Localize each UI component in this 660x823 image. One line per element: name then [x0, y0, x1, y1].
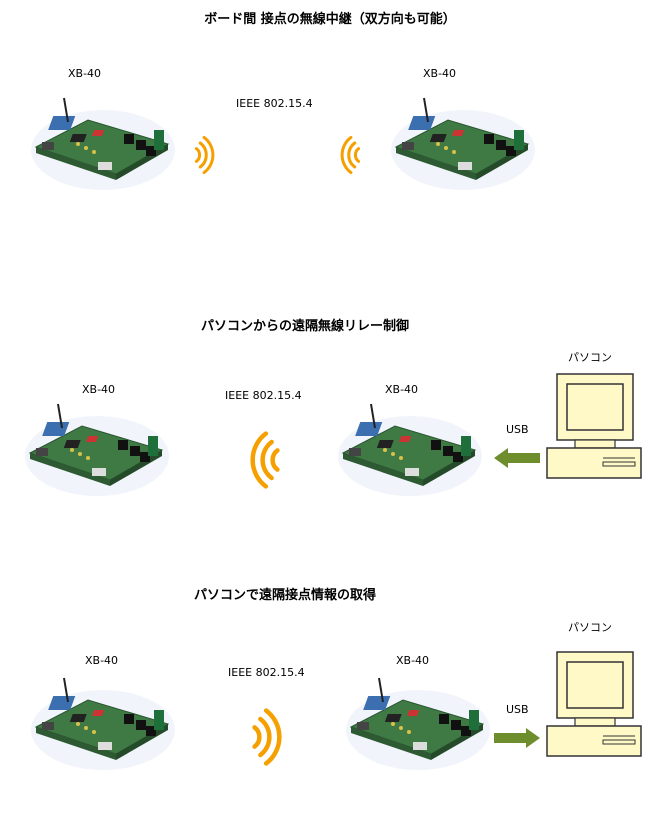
arrow-left-icon	[494, 448, 540, 468]
section2-board-left-label: XB-40	[82, 383, 116, 396]
section3-link-label: IEEE 802.15.4	[228, 666, 305, 679]
desktop-computer-icon	[545, 650, 645, 760]
section1-link-label: IEEE 802.15.4	[236, 97, 313, 110]
radio-wave-icon	[245, 702, 290, 772]
circuit-board-icon	[335, 398, 485, 498]
section3-board-left-label: XB-40	[85, 654, 119, 667]
circuit-board-icon	[28, 92, 178, 192]
section3-pc-label: パソコン	[568, 621, 612, 634]
section2-link-label: IEEE 802.15.4	[225, 389, 302, 402]
section1-board-right-label: XB-40	[423, 67, 457, 80]
section2-board-right-label: XB-40	[385, 383, 419, 396]
circuit-board-icon	[22, 398, 172, 498]
radio-wave-icon	[335, 135, 365, 175]
section1-title: ボード間 接点の無線中継（双方向も可能）	[204, 12, 456, 27]
radio-wave-icon	[190, 135, 220, 175]
radio-wave-icon	[242, 425, 287, 495]
section2-usb-label: USB	[506, 423, 529, 436]
circuit-board-icon	[28, 672, 178, 772]
circuit-board-icon	[343, 672, 493, 772]
section3-title: パソコンで遠隔接点情報の取得	[193, 588, 376, 603]
section3-board-right-label: XB-40	[396, 654, 430, 667]
desktop-computer-icon	[545, 372, 645, 482]
section2-title: パソコンからの遠隔無線リレー制御	[200, 319, 409, 334]
section1-board-left-label: XB-40	[68, 67, 102, 80]
arrow-right-icon	[494, 728, 540, 748]
circuit-board-icon	[388, 92, 538, 192]
section2-pc-label: パソコン	[568, 351, 612, 364]
section3-usb-label: USB	[506, 703, 529, 716]
